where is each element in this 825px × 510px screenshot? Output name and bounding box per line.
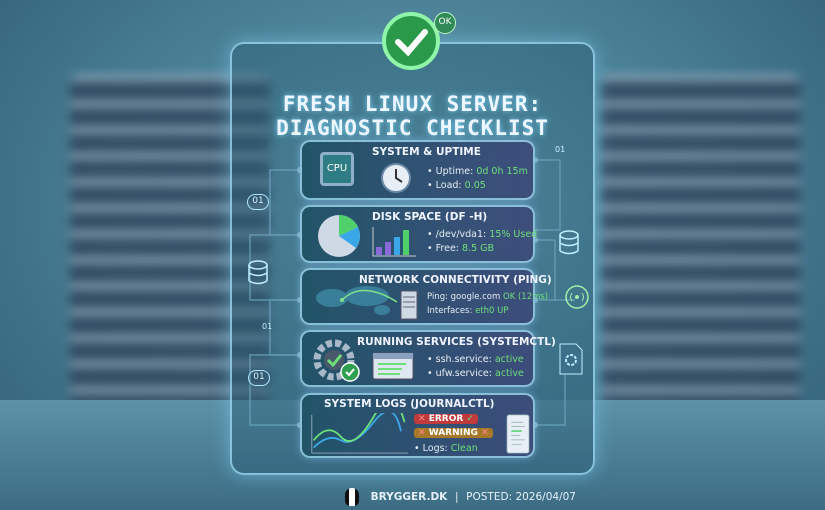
card-disk-space: DISK SPACE (DF -H) • /dev/vda1: 15% Used…: [300, 205, 538, 263]
binary-label: 01: [262, 322, 273, 331]
clock-icon: [381, 163, 411, 193]
site-name: BRYGGER.DK: [370, 491, 448, 503]
separator: |: [454, 491, 459, 503]
binary-label: 01: [247, 194, 269, 210]
uptime-value: 0d 0h 15m: [476, 166, 528, 177]
server-rack-right: [600, 75, 800, 405]
x-icon: ✕: [418, 428, 426, 438]
card-network: NETWORK CONNECTIVITY (PING) Ping: google…: [300, 268, 552, 325]
database-icon: [248, 260, 268, 285]
tag-label: WARNING: [428, 428, 478, 438]
warning-tag: ✕ WARNING ✕: [414, 428, 493, 438]
server-rack-left: [70, 75, 270, 405]
disk-free-value: 8.5 GB: [462, 243, 495, 254]
binary-label: 01: [248, 370, 270, 386]
item-label: ufw.service:: [435, 368, 492, 379]
bar-chart-icon: [372, 227, 416, 257]
posted-date: POSTED: 2026/04/07: [466, 491, 576, 503]
card-title: SYSTEM & UPTIME: [372, 146, 481, 158]
logs-status: Clean: [450, 443, 478, 454]
disk-used-value: 15% Used: [489, 229, 538, 240]
cpu-icon: CPU: [320, 152, 354, 186]
tux-penguin-icon: [345, 488, 359, 506]
settings-document-icon: [559, 343, 583, 375]
card-title: DISK SPACE (DF -H): [372, 211, 488, 223]
item-label: Free:: [435, 243, 459, 254]
card-services: RUNNING SERVICES (SYSTEMCTL) • ssh.servi…: [300, 330, 556, 387]
item-label: Interfaces:: [427, 306, 473, 316]
check-icon: ✓: [466, 414, 474, 424]
tag-label: ERROR: [428, 414, 464, 424]
item-label: Uptime:: [435, 166, 474, 177]
x-icon: ✕: [481, 428, 489, 438]
interfaces-value: eth0 UP: [475, 306, 509, 316]
item-label: ssh.service:: [435, 354, 492, 365]
ssh-status: active: [494, 354, 524, 365]
x-icon: ✕: [418, 414, 426, 424]
load-value: 0.05: [464, 180, 486, 191]
pie-chart-icon: [318, 214, 360, 257]
card-title: NETWORK CONNECTIVITY (PING): [359, 274, 552, 286]
item-label: Logs:: [422, 443, 448, 454]
wifi-signal-icon: [565, 285, 589, 309]
world-map-icon: [316, 286, 398, 315]
title-line-1: FRESH LINUX SERVER:: [282, 92, 543, 116]
ok-badge: OK: [434, 12, 456, 34]
error-tag: ✕ ERROR ✓: [414, 414, 478, 424]
card-title: SYSTEM LOGS (JOURNALCTL): [324, 398, 495, 410]
gear-check-icon: [313, 339, 360, 382]
card-logs: SYSTEM LOGS (JOURNALCTL) ✕ ERROR ✓ ✕ WAR…: [300, 393, 535, 458]
card-system-uptime: CPU SYSTEM & UPTIME • Uptime: 0d 0h 15m …: [300, 140, 535, 200]
database-icon: [559, 230, 579, 255]
item-label: Ping: google.com: [427, 292, 501, 302]
window-list-icon: [372, 352, 414, 380]
ping-value: OK (12ms): [503, 292, 549, 302]
ufw-status: active: [495, 368, 524, 379]
title-line-2: DIAGNOSTIC CHECKLIST: [276, 116, 549, 140]
server-icon: [400, 290, 418, 320]
binary-label: 01: [555, 145, 566, 154]
item-label: Load:: [435, 180, 462, 191]
card-title: RUNNING SERVICES (SYSTEMCTL): [357, 336, 556, 348]
footer: BRYGGER.DK | POSTED: 2026/04/07: [345, 488, 576, 506]
item-label: /dev/vda1:: [435, 229, 487, 240]
line-graph-icon: [311, 413, 409, 454]
log-scroll-icon: [506, 414, 530, 454]
check-circle-icon: [382, 12, 440, 70]
